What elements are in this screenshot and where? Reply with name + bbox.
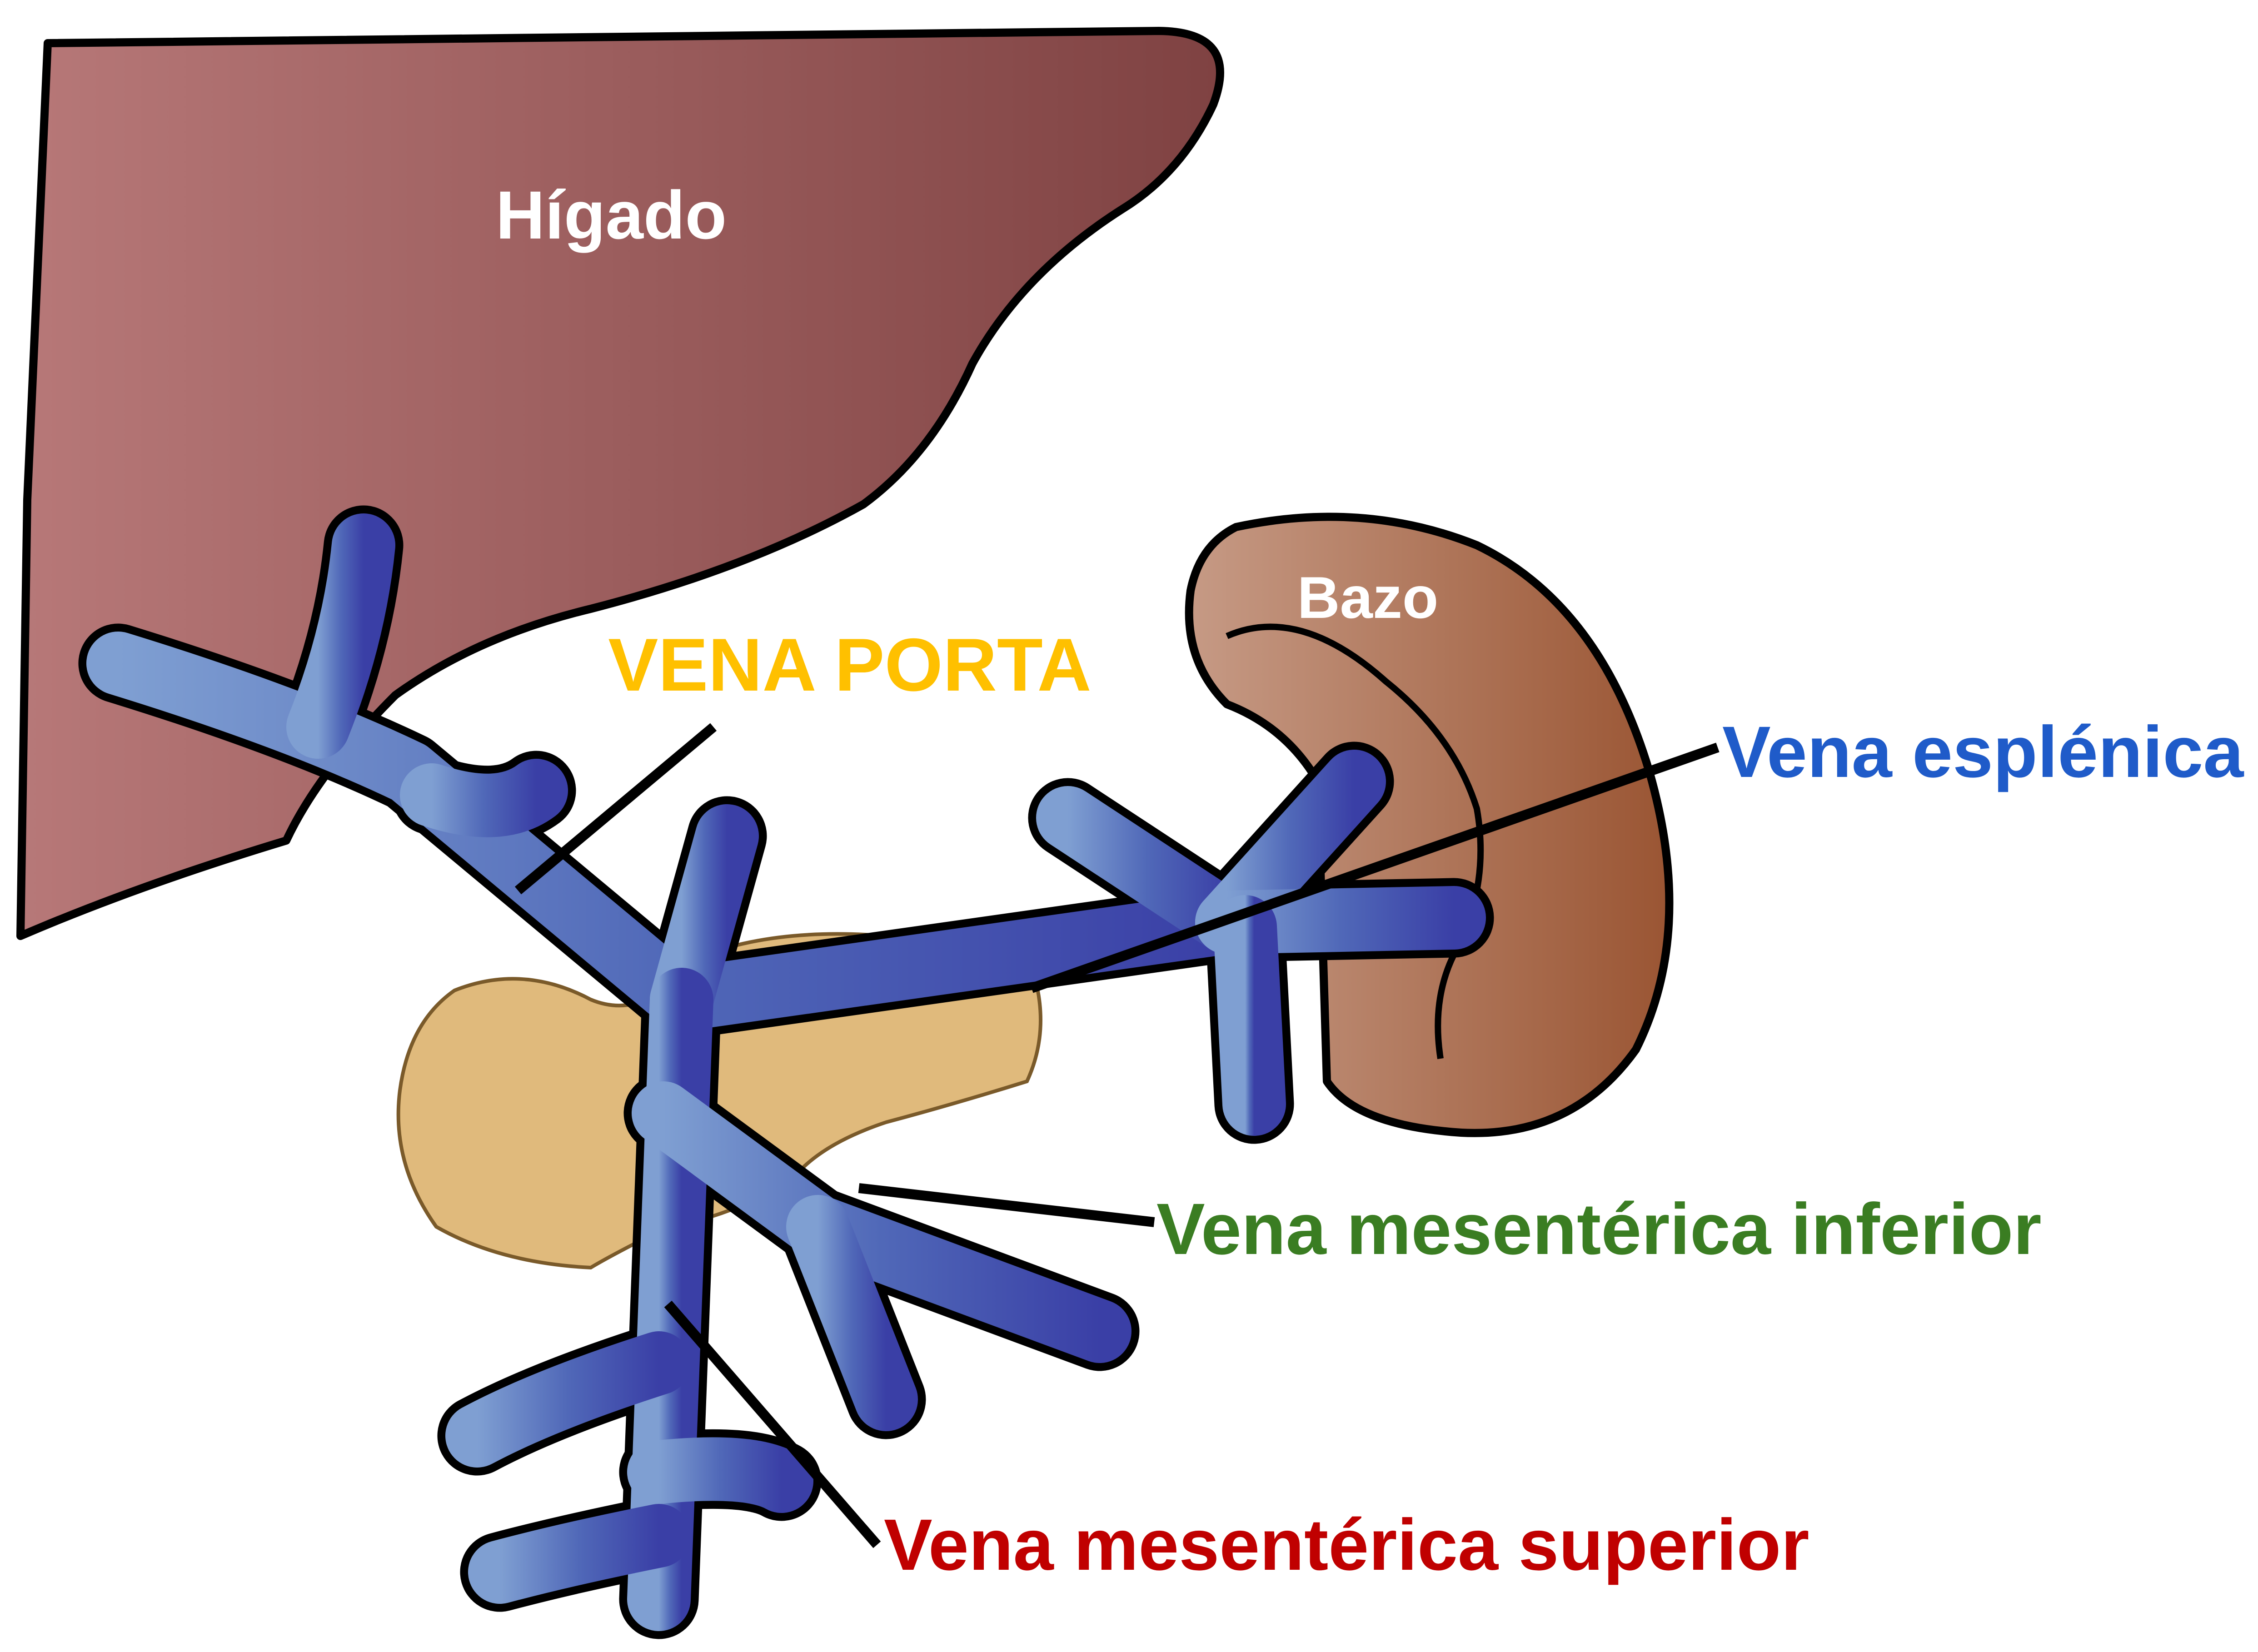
liver-label: Hígado xyxy=(496,177,727,253)
splenic-vein-label: Vena esplénica xyxy=(1722,711,2244,792)
superior-mesenteric-vein-label: Vena mesentérica superior xyxy=(884,1504,1809,1585)
inferior-mesenteric-vein-label: Vena mesentérica inferior xyxy=(1156,1188,2042,1269)
portal-vein-label: VENA PORTA xyxy=(608,623,1091,707)
spleen-label: Bazo xyxy=(1297,564,1439,631)
